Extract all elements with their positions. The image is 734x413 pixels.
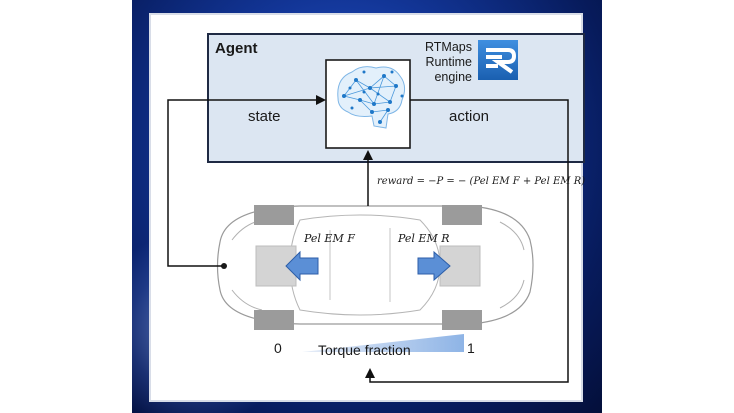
torque-max-label: 1 — [467, 340, 475, 356]
reward-equation: reward = −P = − (Pel EM F + Pel EM R) — [377, 176, 586, 187]
state-arrow — [167, 95, 326, 267]
state-label: state — [248, 108, 281, 125]
car-topview-icon — [216, 205, 534, 330]
brain-network-icon — [325, 59, 411, 149]
rtmaps-logo-icon — [478, 40, 518, 80]
agent-title: Agent — [215, 40, 258, 57]
front-motor-arrow — [285, 250, 319, 282]
torque-fraction-label: Torque fraction — [318, 342, 411, 358]
front-motor-power-label: Pel EM F — [304, 232, 355, 245]
rear-motor-arrow — [417, 250, 451, 282]
action-arrow — [365, 99, 569, 383]
rear-motor-power-label: Pel EM R — [398, 232, 450, 245]
torque-min-label: 0 — [274, 340, 282, 356]
rtmaps-engine-label: RTMaps Runtime engine — [424, 40, 472, 84]
action-label: action — [449, 108, 490, 125]
torque-fraction-wedge — [302, 334, 464, 352]
